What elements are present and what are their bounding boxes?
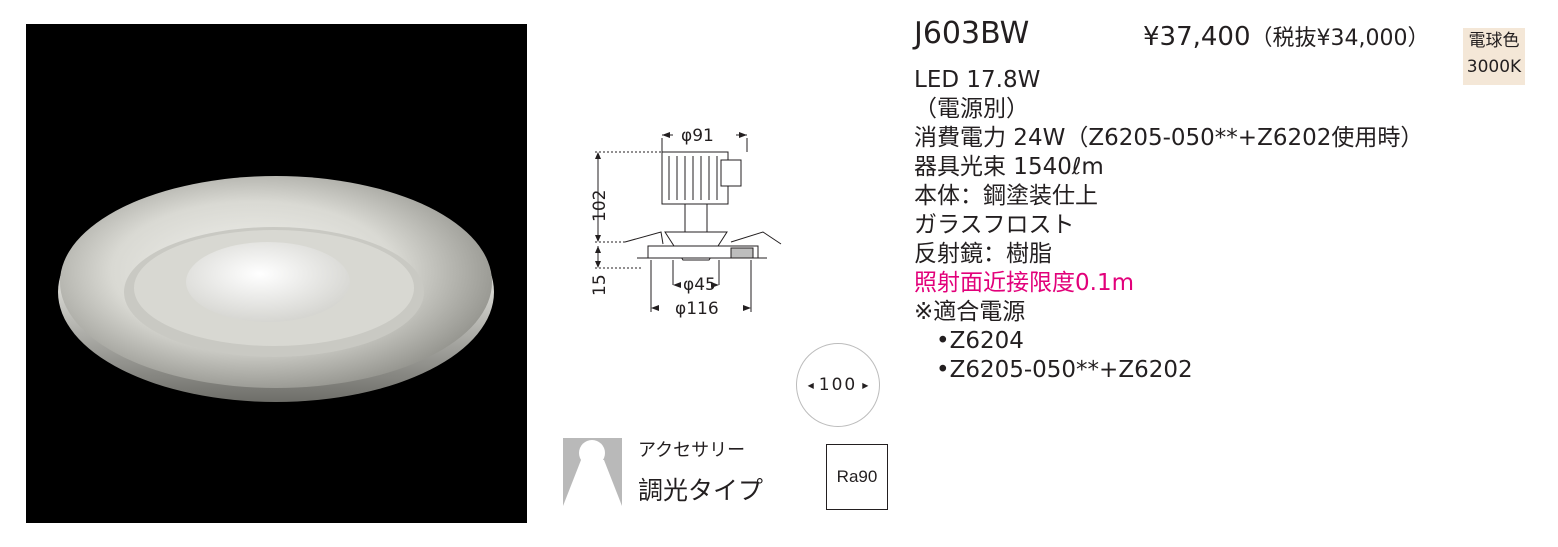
ra-value: Ra90 [836, 467, 878, 486]
spec-power-supply-2: •Z6205-050**+Z6202 [936, 357, 1193, 383]
dim-cutout-diameter: φ116 [675, 299, 719, 319]
dim-flange-height: 15 [590, 274, 610, 296]
spec-power-supply-1: •Z6204 [936, 328, 1024, 354]
product-photo [26, 24, 527, 523]
spec-glass: ガラスフロスト [914, 212, 1075, 238]
spec-proximity-limit: 照射面近接限度0.1m [914, 270, 1134, 296]
spec-lamp: LED 17.8W [914, 67, 1041, 93]
price-excl-tax: （税抜¥34,000） [1250, 26, 1430, 51]
spec-consumption: 消費電力 24W（Z6205-050**+Z6202使用時） [914, 125, 1424, 151]
dim-height: 102 [590, 190, 610, 222]
accessory-label: アクセサリー [638, 440, 746, 461]
spec-power-supply-title: ※適合電源 [914, 299, 1026, 325]
price: ¥37,400（税抜¥34,000） [1143, 20, 1430, 52]
dimming-type-icon [563, 438, 622, 506]
color-temp-value: 3000K [1466, 57, 1522, 77]
dim-top-width: φ91 [681, 126, 714, 146]
spec-reflector: 反射鏡：樹脂 [914, 241, 1052, 267]
spec-flux: 器具光束 1540ℓm [914, 154, 1104, 180]
color-temp-name: 電球色 [1468, 31, 1520, 51]
dim-inner-diameter: φ45 [683, 275, 716, 295]
beam-angle-icon: ◀ 100 ▶ [796, 343, 880, 427]
beam-angle-value: 100 [818, 375, 858, 395]
ra-badge: Ra90 [826, 444, 888, 510]
dimension-drawing: φ91 102 15 φ45 φ116 [590, 126, 782, 319]
spec-body: 本体：鋼塗装仕上 [914, 183, 1098, 209]
spec-power-note: （電源別） [914, 96, 1029, 122]
left-arrow-icon: ◀ [807, 380, 814, 390]
model-number: J603BW [914, 16, 1030, 51]
color-temp-badge: 電球色 3000K [1463, 28, 1525, 85]
price-incl-tax: ¥37,400 [1143, 22, 1251, 52]
spec-list: LED 17.8W （電源別） 消費電力 24W（Z6205-050**+Z62… [914, 66, 1423, 385]
downlight-render [58, 176, 494, 402]
right-arrow-icon: ▶ [862, 380, 869, 390]
dimming-type-label: 調光タイプ [638, 476, 764, 505]
